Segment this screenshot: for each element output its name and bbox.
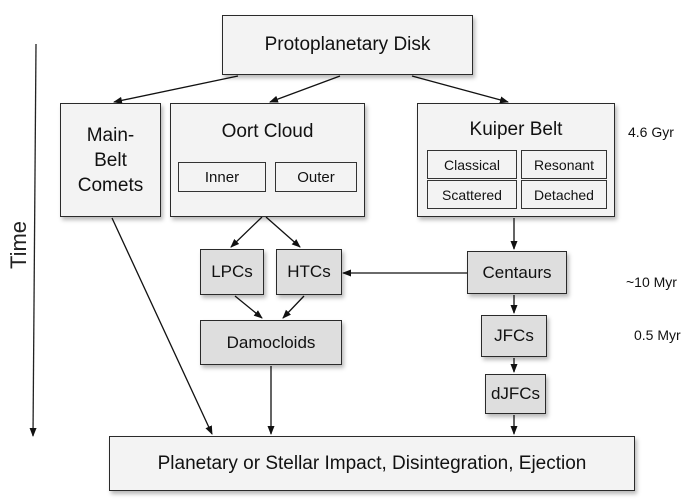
arrow-htcs-damocloids (282, 295, 305, 319)
kuiper-resonant-box: Resonant (521, 150, 607, 179)
arrow-disk-oort (269, 75, 341, 103)
arrow-mainbelt-bottom (111, 217, 213, 435)
lpcs-label: LPCs (211, 262, 253, 281)
oort-outer-box: Outer (275, 162, 357, 192)
centaurs-label: Centaurs (482, 262, 552, 282)
time-axis (29, 43, 37, 437)
main-belt-line-1: Main- (86, 124, 135, 146)
jfcs-box: JFCs (481, 315, 547, 357)
main-belt-line-3: Comets (77, 174, 144, 196)
djfcs-box: dJFCs (485, 374, 546, 414)
kuiper-resonant-label: Resonant (534, 156, 594, 173)
lpcs-box: LPCs (200, 249, 264, 295)
oort-outer-label: Outer (297, 168, 335, 186)
time-label-10-myr: ~10 Myr (626, 274, 677, 290)
kuiper-scattered-box: Scattered (427, 180, 517, 209)
main-belt-line-2: Belt (94, 149, 127, 171)
arrow-oort-lpcs (230, 216, 263, 248)
oort-inner-label: Inner (204, 168, 240, 186)
outcome-box: Planetary or Stellar Impact, Disintegrat… (109, 436, 635, 491)
protoplanetary-disk-box: Protoplanetary Disk (222, 15, 473, 75)
djfcs-label: dJFCs (490, 384, 541, 403)
oort-cloud-title: Oort Cloud (221, 121, 314, 142)
kuiper-belt-title: Kuiper Belt (469, 119, 563, 140)
arrow-disk-mainbelt (113, 75, 239, 104)
outcome-label: Planetary or Stellar Impact, Disintegrat… (157, 452, 587, 474)
time-axis-label: Time (6, 220, 31, 270)
time-label-0-5-myr: 0.5 Myr (634, 327, 681, 343)
damocloids-label: Damocloids (226, 332, 316, 352)
kuiper-classical-box: Classical (427, 150, 517, 179)
kuiper-scattered-label: Scattered (442, 186, 502, 203)
oort-cloud-box: Oort Cloud (170, 103, 365, 217)
centaurs-box: Centaurs (467, 251, 567, 294)
damocloids-box: Damocloids (200, 320, 342, 365)
kuiper-classical-label: Classical (443, 156, 500, 173)
kuiper-detached-box: Detached (521, 180, 607, 209)
time-label-4-6-gyr: 4.6 Gyr (628, 124, 674, 140)
jfcs-label: JFCs (494, 326, 534, 345)
htcs-box: HTCs (276, 249, 342, 295)
kuiper-detached-label: Detached (534, 186, 594, 203)
arrow-disk-kuiper (411, 75, 509, 104)
oort-inner-box: Inner (178, 162, 266, 192)
main-belt-comets-box: Main- Belt Comets (60, 103, 161, 217)
protoplanetary-disk-label: Protoplanetary Disk (264, 34, 431, 55)
arrow-lpcs-damocloids (234, 295, 263, 319)
arrow-oort-htcs (265, 216, 301, 248)
htcs-label: HTCs (287, 262, 331, 281)
